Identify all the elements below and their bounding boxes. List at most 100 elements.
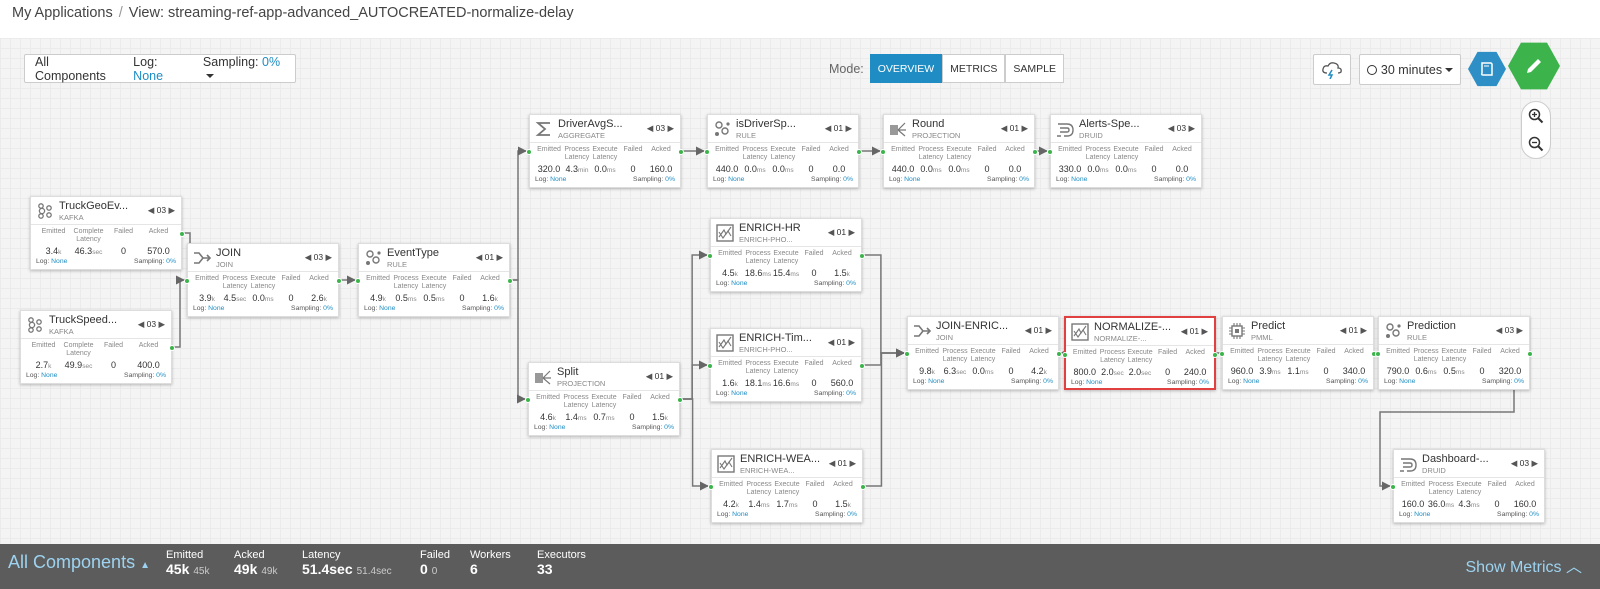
node-sampling[interactable]: Sampling: 0% [815, 511, 857, 518]
parallelism-stepper[interactable]: ◀ 03 ▶ [305, 252, 332, 263]
chevron-right-icon[interactable]: ▶ [666, 371, 673, 381]
parallelism-stepper[interactable]: ◀ 01 ▶ [829, 458, 856, 469]
parallelism-stepper[interactable]: ◀ 03 ▶ [1496, 325, 1523, 336]
node-sampling[interactable]: Sampling: 0% [632, 424, 674, 431]
input-port[interactable] [1047, 149, 1053, 155]
chevron-right-icon[interactable]: ▶ [845, 123, 852, 133]
output-port[interactable] [859, 253, 865, 259]
docs-button[interactable] [1468, 51, 1506, 87]
input-port[interactable] [355, 278, 361, 284]
input-port[interactable] [1390, 484, 1396, 490]
zoom-out-icon[interactable] [1528, 136, 1544, 152]
chevron-left-icon[interactable]: ◀ [1510, 458, 1518, 468]
chevron-right-icon[interactable]: ▶ [849, 458, 856, 468]
mode-metrics-button[interactable]: METRICS [942, 54, 1006, 83]
chevron-right-icon[interactable]: ▶ [1021, 123, 1028, 133]
input-port[interactable] [707, 363, 713, 369]
chevron-right-icon[interactable]: ▶ [325, 252, 332, 262]
parallelism-stepper[interactable]: ◀ 01 ▶ [828, 337, 855, 348]
output-port[interactable] [169, 345, 175, 351]
mode-overview-button[interactable]: OVERVIEW [869, 54, 943, 83]
show-metrics-button[interactable]: Show Metrics ︿ [1466, 553, 1583, 577]
output-port[interactable] [507, 278, 513, 284]
parallelism-stepper[interactable]: ◀ 03 ▶ [1511, 458, 1538, 469]
chevron-right-icon[interactable]: ▶ [1516, 325, 1523, 335]
sampling-filter[interactable]: Sampling: 0% [203, 55, 285, 83]
input-port[interactable] [904, 351, 910, 357]
input-port[interactable] [525, 397, 531, 403]
parallelism-stepper[interactable]: ◀ 03 ▶ [138, 319, 165, 330]
parallelism-stepper[interactable]: ◀ 01 ▶ [828, 227, 855, 238]
node-sampling[interactable]: Sampling: 0% [291, 305, 333, 312]
node-log[interactable]: Log: None [889, 176, 920, 183]
node-sampling[interactable]: Sampling: 0% [814, 280, 856, 287]
parallelism-stepper[interactable]: ◀ 01 ▶ [1001, 123, 1028, 134]
chevron-right-icon[interactable]: ▶ [667, 123, 674, 133]
node-log[interactable]: Log: None [1228, 378, 1259, 385]
output-port[interactable] [677, 397, 683, 403]
time-range-dropdown[interactable]: 30 minutes [1359, 54, 1461, 85]
chevron-right-icon[interactable]: ▶ [1360, 325, 1367, 335]
chevron-left-icon[interactable]: ◀ [1339, 325, 1347, 335]
parallelism-stepper[interactable]: ◀ 01 ▶ [825, 123, 852, 134]
parallelism-stepper[interactable]: ◀ 01 ▶ [646, 371, 673, 382]
chevron-left-icon[interactable]: ◀ [147, 205, 155, 215]
chevron-left-icon[interactable]: ◀ [1180, 326, 1188, 336]
node-sampling[interactable]: Sampling: 0% [1154, 176, 1196, 183]
node-log[interactable]: Log: None [364, 305, 395, 312]
chevron-left-icon[interactable]: ◀ [304, 252, 312, 262]
output-port[interactable] [678, 149, 684, 155]
chevron-left-icon[interactable]: ◀ [475, 252, 483, 262]
parallelism-stepper[interactable]: ◀ 01 ▶ [1181, 326, 1208, 337]
node-log[interactable]: Log: None [534, 424, 565, 431]
input-port[interactable] [1219, 351, 1225, 357]
zoom-in-icon[interactable] [1528, 108, 1544, 124]
output-port[interactable] [856, 149, 862, 155]
node-sampling[interactable]: Sampling: 0% [811, 176, 853, 183]
node-log[interactable]: Log: None [535, 176, 566, 183]
input-port[interactable] [704, 149, 710, 155]
parallelism-stepper[interactable]: ◀ 01 ▶ [1025, 325, 1052, 336]
chevron-left-icon[interactable]: ◀ [1024, 325, 1032, 335]
node-log[interactable]: Log: None [716, 280, 747, 287]
input-port[interactable] [707, 253, 713, 259]
node-sampling[interactable]: Sampling: 0% [987, 176, 1029, 183]
chevron-right-icon[interactable]: ▶ [1201, 326, 1208, 336]
components-filter[interactable]: All Components [35, 54, 106, 83]
output-port[interactable] [179, 231, 185, 237]
output-port[interactable] [1032, 149, 1038, 155]
chevron-right-icon[interactable]: ▶ [848, 337, 855, 347]
summary-components-dropdown[interactable]: All Components ▲ [8, 552, 150, 573]
input-port[interactable] [184, 278, 190, 284]
parallelism-stepper[interactable]: ◀ 03 ▶ [647, 123, 674, 134]
chevron-left-icon[interactable]: ◀ [1495, 325, 1503, 335]
node-log[interactable]: Log: None [36, 258, 67, 265]
output-port[interactable] [859, 363, 865, 369]
input-port[interactable] [880, 149, 886, 155]
node-sampling[interactable]: Sampling: 0% [462, 305, 504, 312]
parallelism-stepper[interactable]: ◀ 01 ▶ [476, 252, 503, 263]
log-filter[interactable]: Log: None [133, 55, 187, 83]
node-log[interactable]: Log: None [713, 176, 744, 183]
breadcrumb-root[interactable]: My Applications [12, 5, 113, 21]
node-log[interactable]: Log: None [1384, 378, 1415, 385]
chevron-left-icon[interactable]: ◀ [645, 371, 653, 381]
input-port[interactable] [708, 484, 714, 490]
parallelism-stepper[interactable]: ◀ 03 ▶ [1168, 123, 1195, 134]
node-log[interactable]: Log: None [26, 372, 57, 379]
output-port[interactable] [1212, 352, 1218, 358]
node-sampling[interactable]: Sampling: 0% [124, 372, 166, 379]
